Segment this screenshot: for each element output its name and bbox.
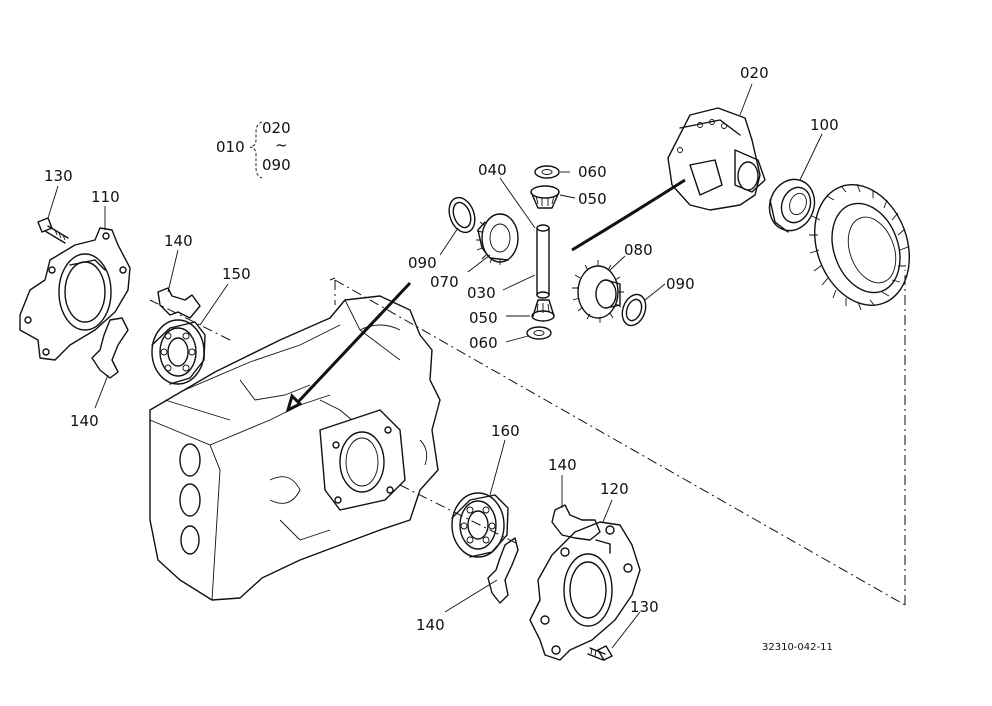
shim-140-lower-left <box>91 317 129 379</box>
drawing-number: 32310-042-11 <box>762 642 833 653</box>
callout-030: 030 <box>467 284 496 302</box>
callout-140-upper-left: 140 <box>164 232 193 250</box>
bolt-130-left <box>37 217 69 244</box>
callout-140-upper-right: 140 <box>548 456 577 474</box>
callout-090-lower: 090 <box>666 275 695 293</box>
shim-140-upper-left <box>157 287 201 319</box>
bearing-160 <box>451 492 509 558</box>
transmission-case <box>149 295 441 601</box>
callout-050-upper: 050 <box>578 190 607 208</box>
callout-130-right: 130 <box>630 598 659 616</box>
side-gear-070 <box>476 213 519 265</box>
callout-060-upper: 060 <box>578 163 607 181</box>
pinion-shaft-030 <box>536 224 550 299</box>
side-gear-080 <box>572 260 624 323</box>
callout-110: 110 <box>91 188 120 206</box>
callout-150: 150 <box>222 265 251 283</box>
washer-060-upper <box>534 165 560 179</box>
callout-120: 120 <box>600 480 629 498</box>
differential-case-020 <box>667 107 766 211</box>
callout-090-upper: 090 <box>408 254 437 272</box>
callout-100: 100 <box>810 116 839 134</box>
assembly-arrows <box>285 178 686 413</box>
bolt-130-right <box>587 645 613 661</box>
ring-gear <box>809 183 911 311</box>
callout-140-lower-right: 140 <box>416 616 445 634</box>
bearing-100 <box>768 178 816 233</box>
washer-060-lower <box>526 326 552 340</box>
group-from-label: 020 <box>262 119 291 137</box>
pinion-050-upper <box>530 185 560 209</box>
flange-120-right <box>529 521 641 661</box>
group-to-label: 090 <box>262 156 291 174</box>
flange-110-left <box>19 227 131 361</box>
washer-090-upper <box>448 196 476 234</box>
shim-140-lower-right <box>487 537 519 604</box>
callout-labels: 130 110 140 150 140 090 070 040 060 050 … <box>44 64 839 634</box>
leader-lines <box>47 83 823 649</box>
callout-060-lower: 060 <box>469 334 498 352</box>
callout-130-left: 130 <box>44 167 73 185</box>
callout-140-lower-left: 140 <box>70 412 99 430</box>
washer-090-lower <box>621 293 647 327</box>
pinion-050-lower <box>531 299 555 322</box>
shim-140-upper-right <box>551 504 601 541</box>
callout-070: 070 <box>430 273 459 291</box>
callout-050-lower: 050 <box>469 309 498 327</box>
callout-020: 020 <box>740 64 769 82</box>
callout-080: 080 <box>624 241 653 259</box>
callout-040: 040 <box>478 161 507 179</box>
callout-160: 160 <box>491 422 520 440</box>
group-tilde: ~ <box>275 136 288 154</box>
group-bracket: 010 020 ~ 090 <box>216 119 291 179</box>
group-parent-label: 010 <box>216 138 245 156</box>
bearing-150 <box>151 319 206 385</box>
center-lines <box>149 270 906 606</box>
